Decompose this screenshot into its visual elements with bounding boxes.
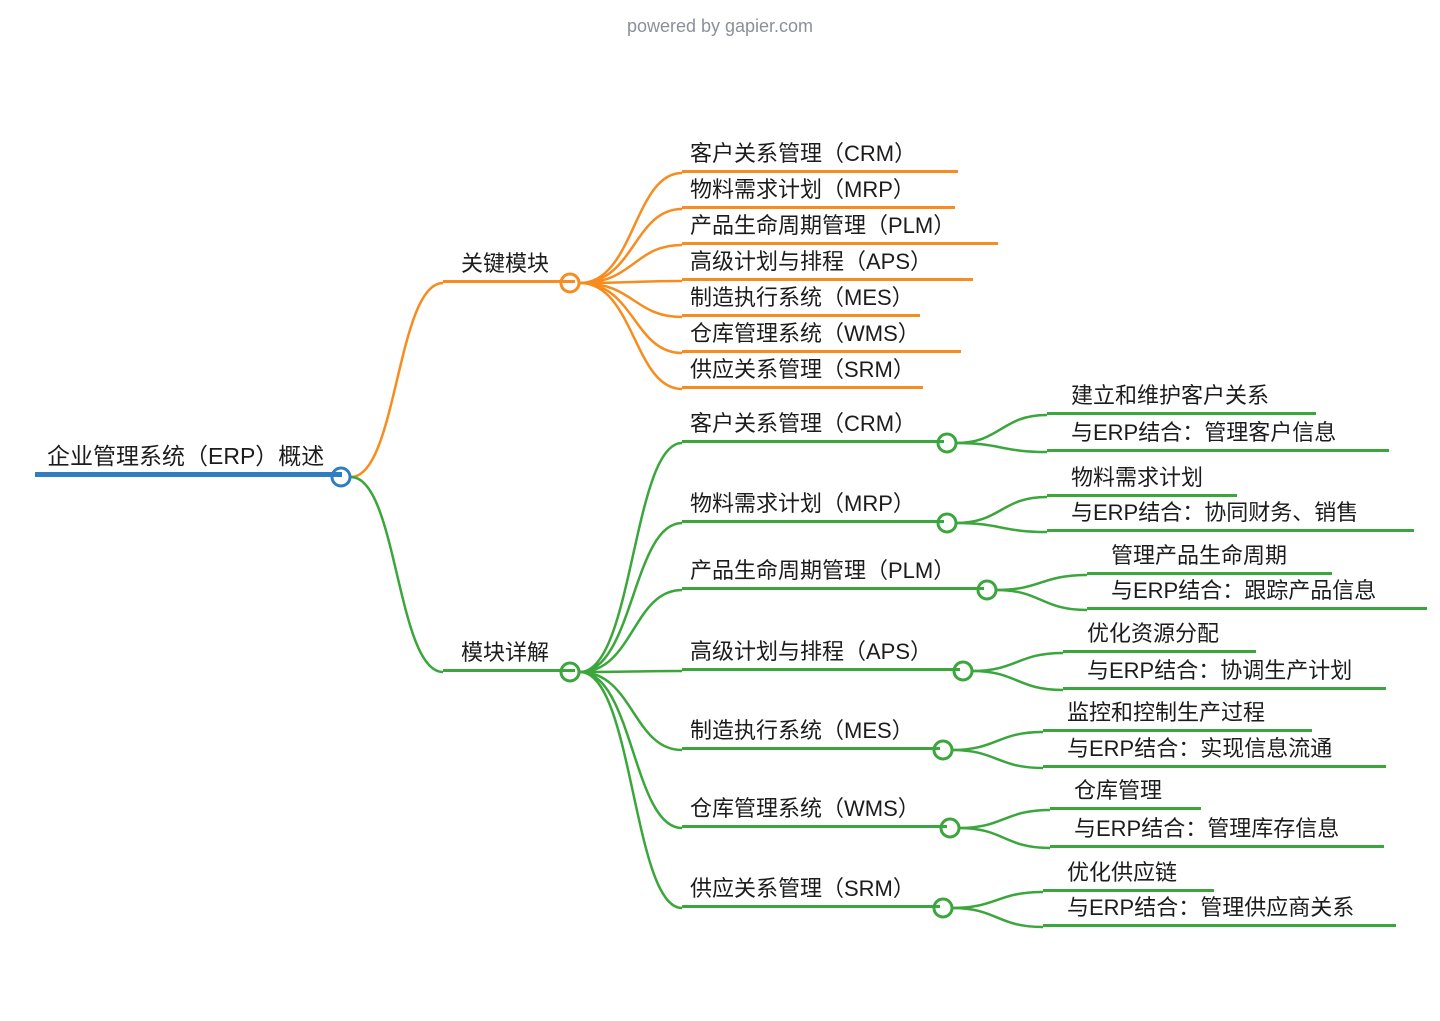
mrp-detail-node-circle[interactable] xyxy=(936,512,958,534)
link-details-to-wms xyxy=(579,670,683,830)
link-mrp-leaf1 xyxy=(955,495,1048,525)
leaf-wms-1[interactable]: 仓库管理 xyxy=(1050,775,1201,810)
link-mrp-leaf2 xyxy=(955,521,1048,534)
link-wms-leaf2 xyxy=(958,826,1051,850)
link-root-to-module-details xyxy=(350,475,444,674)
link-crm-leaf1 xyxy=(955,413,1048,445)
leaf-mrp-1[interactable]: 物料需求计划 xyxy=(1047,462,1237,497)
link-wms-leaf1 xyxy=(958,808,1051,830)
link-details-to-crm xyxy=(579,441,683,674)
leaf-plm-2[interactable]: 与ERP结合：跟踪产品信息 xyxy=(1087,575,1427,610)
key-module-crm[interactable]: 客户关系管理（CRM） xyxy=(682,138,958,173)
key-module-mrp[interactable]: 物料需求计划（MRP） xyxy=(682,174,955,209)
link-srm-leaf2 xyxy=(951,906,1044,929)
link-key-to-mrp xyxy=(579,207,683,285)
link-details-to-plm xyxy=(579,588,683,674)
link-details-to-aps xyxy=(579,669,683,674)
detail-crm-label[interactable]: 客户关系管理（CRM） xyxy=(682,408,944,443)
link-key-to-mes xyxy=(579,281,683,319)
crm-detail-node-circle[interactable] xyxy=(936,432,958,454)
leaf-mes-2[interactable]: 与ERP结合：实现信息流通 xyxy=(1043,733,1386,768)
green-connector-group xyxy=(350,413,1088,929)
detail-mes-label[interactable]: 制造执行系统（MES） xyxy=(682,715,940,750)
leaf-crm-1[interactable]: 建立和维护客户关系 xyxy=(1047,380,1316,415)
key-module-srm[interactable]: 供应关系管理（SRM） xyxy=(682,354,923,389)
branch-key-modules-label[interactable]: 关键模块 xyxy=(443,248,575,283)
leaf-wms-2[interactable]: 与ERP结合：管理库存信息 xyxy=(1050,813,1384,848)
wms-detail-node-circle[interactable] xyxy=(939,817,961,839)
detail-aps-label[interactable]: 高级计划与排程（APS） xyxy=(682,636,960,671)
link-plm-leaf1 xyxy=(995,573,1088,592)
module-details-node-circle[interactable] xyxy=(559,661,581,683)
link-key-to-plm xyxy=(579,243,683,285)
orange-connector-group xyxy=(350,171,683,479)
link-details-to-srm xyxy=(579,670,683,910)
link-aps-leaf2 xyxy=(971,669,1064,692)
link-crm-leaf2 xyxy=(955,441,1048,454)
root-node-label[interactable]: 企业管理系统（ERP）概述 xyxy=(35,440,342,477)
link-mes-leaf2 xyxy=(951,748,1044,770)
plm-detail-node-circle[interactable] xyxy=(976,579,998,601)
branch-module-details-label[interactable]: 模块详解 xyxy=(443,637,575,672)
leaf-plm-1[interactable]: 管理产品生命周期 xyxy=(1087,540,1332,575)
link-srm-leaf1 xyxy=(951,890,1044,910)
key-module-wms[interactable]: 仓库管理系统（WMS） xyxy=(682,318,961,353)
link-root-to-key-modules xyxy=(350,281,444,479)
leaf-srm-2[interactable]: 与ERP结合：管理供应商关系 xyxy=(1043,892,1396,927)
link-aps-leaf1 xyxy=(971,651,1064,673)
leaf-srm-1[interactable]: 优化供应链 xyxy=(1043,857,1214,892)
key-modules-node-circle[interactable] xyxy=(559,272,581,294)
key-module-mes[interactable]: 制造执行系统（MES） xyxy=(682,282,920,317)
link-mes-leaf1 xyxy=(951,730,1044,752)
srm-detail-node-circle[interactable] xyxy=(932,897,954,919)
link-details-to-mrp xyxy=(579,521,683,674)
leaf-mes-1[interactable]: 监控和控制生产过程 xyxy=(1043,697,1312,732)
leaf-aps-1[interactable]: 优化资源分配 xyxy=(1063,618,1256,653)
link-plm-leaf2 xyxy=(995,588,1088,612)
key-module-aps[interactable]: 高级计划与排程（APS） xyxy=(682,246,973,281)
node-circle-group xyxy=(330,272,998,919)
link-key-to-crm xyxy=(579,171,683,285)
link-key-to-wms xyxy=(579,281,683,355)
detail-srm-label[interactable]: 供应关系管理（SRM） xyxy=(682,873,940,908)
detail-wms-label[interactable]: 仓库管理系统（WMS） xyxy=(682,793,947,828)
detail-plm-label[interactable]: 产品生命周期管理（PLM） xyxy=(682,555,984,590)
mes-detail-node-circle[interactable] xyxy=(932,739,954,761)
leaf-crm-2[interactable]: 与ERP结合：管理客户信息 xyxy=(1047,417,1389,452)
leaf-aps-2[interactable]: 与ERP结合：协调生产计划 xyxy=(1063,655,1386,690)
link-key-to-srm xyxy=(579,281,683,391)
detail-mrp-label[interactable]: 物料需求计划（MRP） xyxy=(682,488,944,523)
aps-detail-node-circle[interactable] xyxy=(952,660,974,682)
link-details-to-mes xyxy=(579,670,683,752)
powered-by-text: powered by gapier.com xyxy=(626,16,814,36)
key-module-plm[interactable]: 产品生命周期管理（PLM） xyxy=(682,210,998,245)
leaf-mrp-2[interactable]: 与ERP结合：协同财务、销售 xyxy=(1047,497,1414,532)
